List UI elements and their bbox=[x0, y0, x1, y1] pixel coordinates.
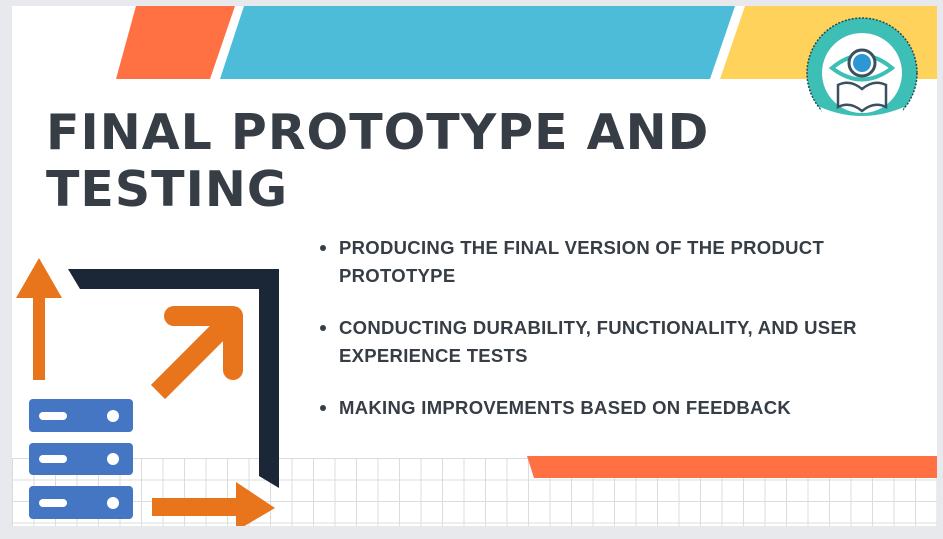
diagonal-arrow-icon bbox=[150, 306, 243, 400]
title-line-1: FINAL PROTOTYPE AND bbox=[46, 104, 710, 161]
decorative-shapes bbox=[16, 6, 937, 526]
slide-title: FINAL PROTOTYPE AND TESTING bbox=[46, 104, 709, 218]
orange-bottom-bar bbox=[527, 456, 937, 478]
bullet-list: PRODUCING THE FINAL VERSION OF THE PRODU… bbox=[316, 234, 916, 446]
server-stack-icon bbox=[29, 399, 133, 519]
up-arrow-icon bbox=[16, 258, 62, 380]
orange-stripe bbox=[116, 6, 235, 79]
bullet-item: PRODUCING THE FINAL VERSION OF THE PRODU… bbox=[316, 234, 916, 290]
bullet-item: CONDUCTING DURABILITY, FUNCTIONALITY, AN… bbox=[316, 314, 916, 370]
academy-logo bbox=[806, 17, 918, 129]
right-arrow-icon bbox=[152, 482, 275, 526]
title-line-2: TESTING bbox=[46, 161, 289, 218]
bullet-item: MAKING IMPROVEMENTS BASED ON FEEDBACK bbox=[316, 394, 916, 422]
cyan-stripe bbox=[220, 6, 735, 79]
slide: FINAL PROTOTYPE AND TESTING PRODUCING TH… bbox=[12, 6, 937, 526]
